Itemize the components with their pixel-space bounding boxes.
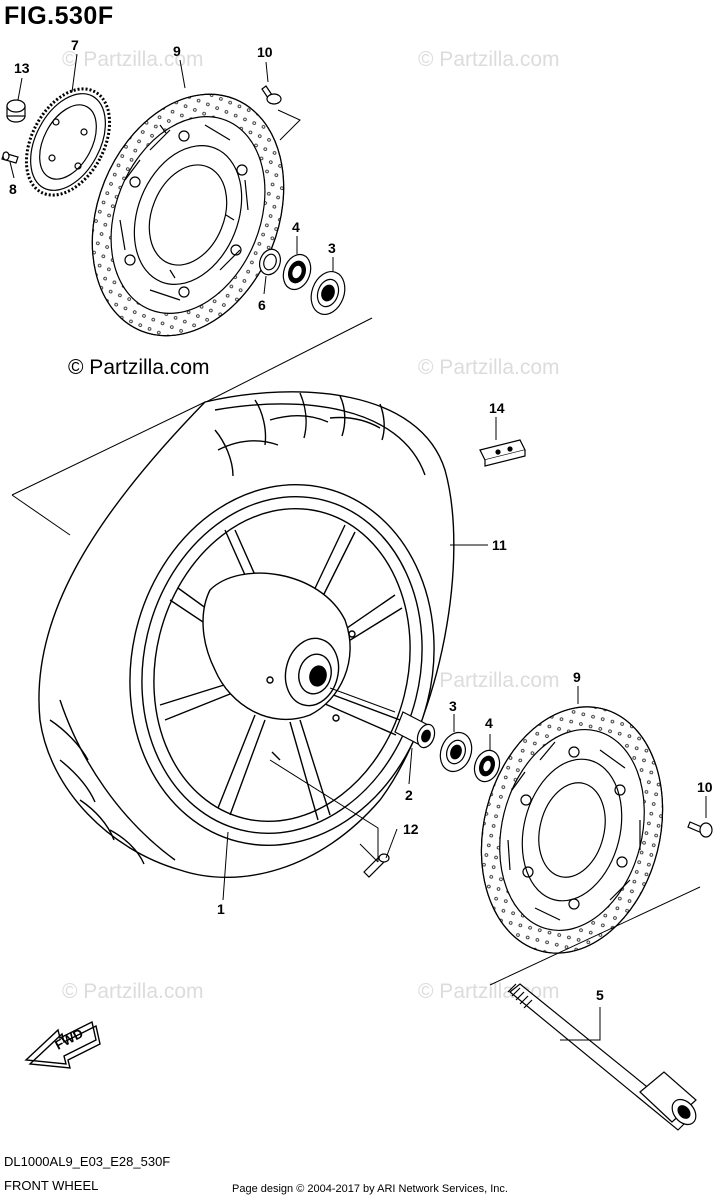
callout-7: 7	[71, 37, 79, 53]
callout-13: 13	[14, 60, 30, 76]
hub	[202, 572, 356, 761]
sensor-rotor	[24, 87, 112, 197]
brake-disc-top	[91, 93, 285, 337]
callout-1: 1	[217, 901, 225, 917]
watermark: © Partzilla.com	[418, 48, 560, 71]
bolt-13	[6, 99, 26, 123]
callout-11: 11	[492, 537, 507, 553]
screw-8	[1, 151, 19, 164]
callout-10-top: 10	[257, 44, 273, 60]
page-footer: Page design © 2004-2017 by ARI Network S…	[232, 1183, 508, 1195]
callout-4-top: 4	[292, 219, 300, 235]
callout-3-top: 3	[328, 240, 336, 256]
brake-disc-lower	[480, 706, 664, 954]
callout-12: 12	[403, 821, 419, 837]
callout-14: 14	[489, 400, 505, 416]
oil-seal-4-lower	[473, 749, 501, 783]
axle-5	[507, 983, 697, 1131]
seal-6	[259, 248, 281, 276]
callout-9-lower: 9	[573, 669, 581, 685]
oil-seal-4-top	[282, 253, 312, 291]
fwd-arrow: FWD	[24, 1020, 101, 1069]
callout-4-lower: 4	[485, 715, 493, 731]
bolt-10-lower	[687, 821, 713, 838]
callout-10-lower: 10	[697, 779, 713, 795]
callout-2: 2	[405, 787, 413, 803]
bolt-10-top	[261, 85, 282, 105]
callout-5: 5	[596, 987, 604, 1003]
watermark: © Partzilla.com	[418, 669, 560, 692]
watermark: © Partzilla.com	[62, 980, 204, 1003]
bearing-3-lower	[439, 731, 473, 773]
spacer-2	[394, 711, 436, 749]
callout-8: 8	[9, 181, 17, 197]
tire-valve-12	[363, 853, 390, 878]
callout-6: 6	[258, 297, 266, 313]
copyright-notice: © Partzilla.com	[68, 356, 210, 379]
callout-9-top: 9	[173, 43, 181, 59]
watermark: © Partzilla.com	[62, 48, 204, 71]
figure-code: DL1000AL9_E03_E28_530F	[4, 1154, 171, 1169]
figure-title: FIG.530F	[4, 2, 114, 30]
watermark: © Partzilla.com	[418, 356, 560, 379]
leader-lines	[9, 53, 707, 1041]
callout-labels: 13 7 9 10 8 4 3 6 14 11 9 3 4 10 2 12 1 …	[9, 37, 713, 1003]
figure-subtitle: FRONT WHEEL	[4, 1178, 99, 1193]
bearing-3-top	[310, 271, 346, 315]
callout-3-lower: 3	[449, 698, 457, 714]
balancer-14	[479, 439, 526, 467]
